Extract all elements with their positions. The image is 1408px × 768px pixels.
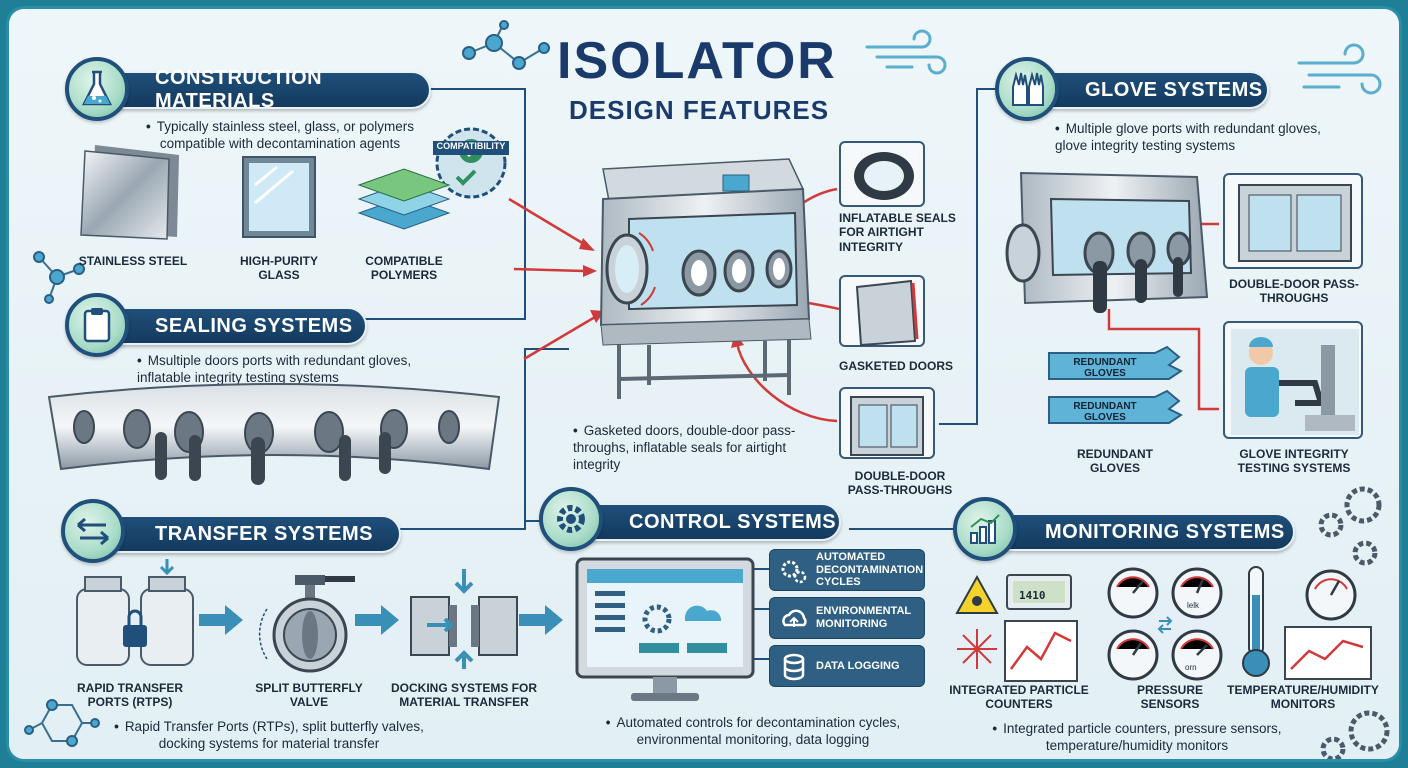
- glove-isolator: [1005, 171, 1209, 313]
- monitoring-pressure: PRESSURE SENSORS: [1136, 683, 1204, 712]
- control-monitor: [575, 557, 755, 701]
- construction-bullet: •Typically stainless steel, glass, or po…: [145, 119, 415, 151]
- molecule-icon: [462, 20, 550, 70]
- sealing-heading: SEALING SYSTEMS: [91, 307, 367, 345]
- gears-decoration-icon: [1318, 486, 1382, 566]
- monitoring-bullet: •Integrated particle counters, pressure …: [992, 721, 1282, 753]
- gears-bottom-icon: [1320, 710, 1390, 759]
- page-title: ISOLATOR: [557, 32, 837, 90]
- gear-icon: [539, 487, 603, 551]
- glove-port-ring: [47, 383, 501, 485]
- page-subtitle: DESIGN FEATURES: [569, 95, 830, 125]
- compatibility-seal: [433, 127, 509, 199]
- control-bullet: •Automated controls for decontamination …: [605, 715, 901, 747]
- callout-gasketed: GASKETED DOORS: [839, 359, 954, 373]
- molecule-bottom-icon: [24, 699, 100, 747]
- temp-humidity-image: [1242, 566, 1372, 680]
- material-polymers: COMPATIBLE POLYMERS: [365, 254, 443, 283]
- control-pill-decon: AUTOMATED DECONTAMINATION CYCLES: [769, 549, 925, 591]
- sealing-bullet: •Msultiple doors ports with redundant gl…: [137, 353, 412, 385]
- passthrough-card: [839, 387, 935, 459]
- pressure-gauges-image: [1107, 567, 1223, 681]
- glove-testing-card: [1223, 321, 1363, 439]
- butterfly-valve: [258, 575, 355, 673]
- glove-item-passthrough: DOUBLE-DOOR PASS-THROUGHS: [1229, 277, 1359, 306]
- transfer-valve: SPLIT BUTTERFLY VALVE: [255, 681, 363, 710]
- construction-heading: CONSTRUCTION MATERIALS: [91, 67, 431, 112]
- glove-passthrough-card: [1223, 173, 1363, 269]
- glass-pane: [242, 156, 316, 238]
- glove-label-2: REDUNDANT GLOVES: [1073, 401, 1137, 423]
- control-pill-env: ENVIRONMENTAL MONITORING: [769, 597, 925, 639]
- stainless-steel-sheet: [80, 145, 179, 240]
- glove-item-redundant: REDUNDANT GLOVES: [1077, 447, 1153, 476]
- transfer-heading: TRANSFER SYSTEMS: [91, 515, 401, 553]
- swap-arrows-icon: [61, 499, 125, 563]
- callout-inflatable: INFLATABLE SEALS FOR AIRTIGHT INTEGRITY: [839, 211, 956, 254]
- material-glass: HIGH-PURITY GLASS: [240, 254, 318, 283]
- counter-readout: 1410: [1019, 589, 1046, 602]
- control-heading: CONTROL SYSTEMS: [565, 503, 841, 541]
- gasketed-door-card: [839, 275, 925, 347]
- database-icon: [780, 653, 808, 685]
- callout-passthrough: DOUBLE-DOOR PASS-THROUGHS: [847, 469, 953, 498]
- isolator-unit: [599, 158, 812, 399]
- redundant-gloves-image: [1048, 345, 1183, 424]
- gauge-label-1: lelk: [1187, 601, 1200, 610]
- gloves-icon: [995, 57, 1059, 121]
- glove-bullet: •Multiple glove ports with redundant glo…: [1055, 121, 1321, 153]
- arrow-right-1: [199, 605, 243, 635]
- arrow-right-2: [355, 605, 399, 635]
- arrow-right-3: [519, 605, 563, 635]
- particle-counter-image: [955, 574, 1078, 682]
- rtp-containers: [76, 559, 194, 666]
- compatibility-label: COMPATIBILITY: [436, 141, 506, 151]
- monitoring-temp: TEMPERATURE/HUMIDITY MONITORS: [1227, 683, 1379, 712]
- clipboard-icon: [65, 293, 129, 357]
- polymer-layers: [357, 168, 451, 230]
- monitoring-heading: MONITORING SYSTEMS: [981, 513, 1295, 551]
- center-bullet: •Gasketed doors, double-door pass-throug…: [573, 423, 796, 472]
- transfer-docking: DOCKING SYSTEMS FOR MATERIAL TRANSFER: [390, 681, 537, 710]
- flask-icon: [65, 57, 129, 121]
- glove-item-testing: GLOVE INTEGRITY TESTING SYSTEMS: [1237, 447, 1351, 476]
- monitoring-particle: INTEGRATED PARTICLE COUNTERS: [949, 683, 1089, 712]
- glove-heading: GLOVE SYSTEMS: [1021, 71, 1269, 109]
- glove-label-1: REDUNDANT GLOVES: [1073, 357, 1137, 379]
- inflatable-seal-card: [839, 141, 925, 207]
- material-stainless: STAINLESS STEEL: [78, 254, 188, 268]
- infographic-frame: ISOLATOR DESIGN FEATURES: [6, 6, 1402, 762]
- transfer-rtp: RAPID TRANSFER PORTS (RTPs): [76, 681, 183, 710]
- control-pill-logging: DATA LOGGING: [769, 645, 925, 687]
- bar-chart-icon: [953, 497, 1017, 561]
- docking-system: [410, 569, 518, 669]
- molecule-small-icon: [33, 251, 85, 304]
- gears-icon: [780, 557, 808, 589]
- cloud-upload-icon: [780, 605, 808, 637]
- wind-icon: [865, 29, 947, 75]
- gauge-label-2: orn: [1185, 663, 1197, 672]
- wind-icon-right: [1297, 43, 1382, 95]
- transfer-bullet: •Rapid Transfer Ports (RTPs), split butt…: [114, 719, 424, 751]
